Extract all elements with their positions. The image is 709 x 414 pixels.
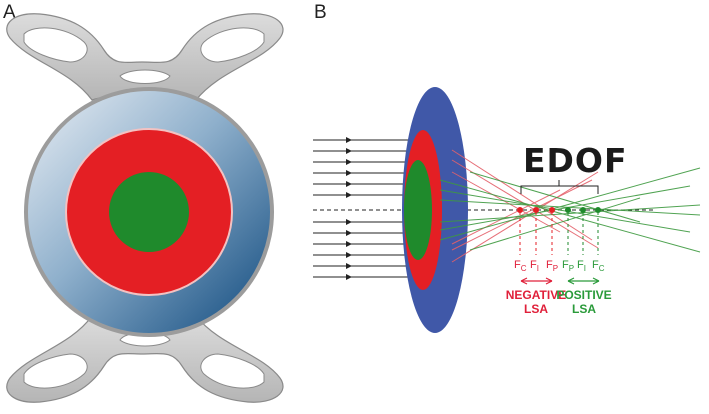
haptic-bottom-holes — [23, 332, 265, 389]
optic-green-zone — [109, 172, 189, 252]
svg-text:LSA: LSA — [572, 302, 596, 316]
focal-point-fi-pos — [580, 207, 586, 213]
lens-cross-section — [402, 87, 468, 333]
edof-bracket — [520, 180, 599, 194]
svg-text:POSITIVE: POSITIVE — [556, 288, 611, 302]
positive-lsa-text: POSITIVE LSA — [556, 288, 611, 316]
focal-label-fi-neg: FI — [530, 259, 539, 273]
panel-a-label: A — [3, 2, 16, 23]
edof-label: EDOF — [523, 141, 628, 180]
panel-b-label: B — [314, 2, 327, 23]
focal-label-fp-neg: FP — [546, 259, 558, 273]
iol-lens-a — [6, 13, 284, 403]
negative-lsa-arrow — [520, 277, 553, 285]
focal-labels-positive: FP FI FC — [562, 259, 605, 273]
positive-lsa-arrow — [567, 277, 600, 285]
focal-point-fp-neg — [549, 207, 555, 213]
focal-point-fc-neg — [517, 207, 523, 213]
focal-point-fp-pos — [565, 207, 571, 213]
negative-lsa-text: NEGATIVE LSA — [506, 288, 566, 316]
focal-label-fc-neg: FC — [514, 259, 527, 273]
focal-drop-lines — [519, 212, 599, 255]
focal-label-fp-pos: FP — [562, 259, 574, 273]
svg-text:LSA: LSA — [524, 302, 548, 316]
focal-label-fi-pos: FI — [577, 259, 586, 273]
lens-green-zone — [404, 160, 432, 260]
focal-points — [517, 207, 601, 213]
focal-point-fc-pos — [595, 207, 601, 213]
incident-ray-arrows — [346, 137, 352, 280]
incident-rays — [313, 139, 408, 278]
refracted-rays-green — [439, 167, 701, 253]
focal-labels-negative: FC FI FP — [514, 259, 558, 273]
focal-point-fi-neg — [533, 207, 539, 213]
haptic-top-holes — [23, 27, 265, 84]
focal-label-fc-pos: FC — [592, 259, 605, 273]
svg-text:NEGATIVE: NEGATIVE — [506, 288, 566, 302]
